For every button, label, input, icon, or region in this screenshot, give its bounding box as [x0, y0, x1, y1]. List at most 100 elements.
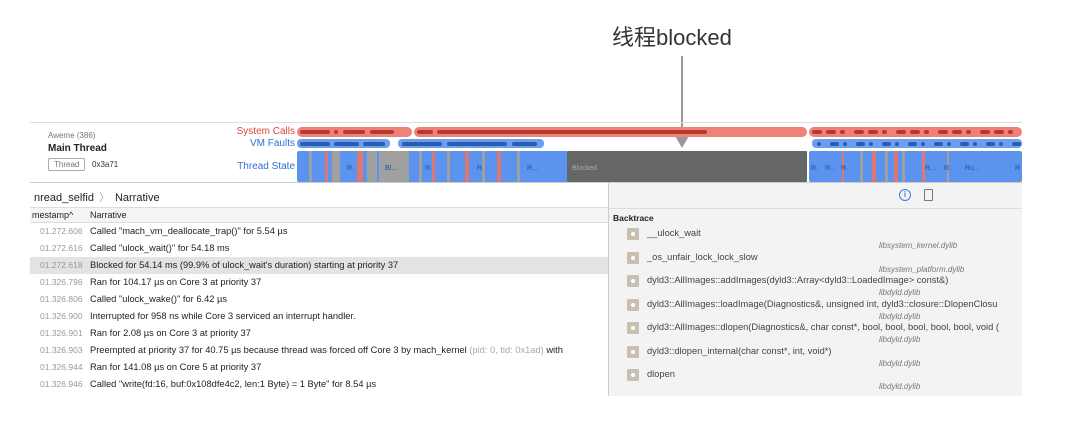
frame-icon [627, 345, 639, 358]
thread-state-preempted [432, 151, 435, 182]
vmfault-mark [895, 142, 899, 146]
thread-state-label: R... [925, 165, 936, 172]
info-icon[interactable]: i [899, 189, 911, 201]
vmfault-mark [512, 142, 537, 146]
frame-library: libdyld.dylib [879, 288, 921, 297]
syscall-mark [980, 130, 990, 134]
backtrace-frame[interactable]: dyld3::AllImages::dlopen(Diagnostics&, c… [609, 317, 1022, 344]
thread-state-preempted [922, 151, 925, 182]
vmfault-mark [856, 142, 865, 146]
thread-state-preempted [332, 151, 340, 182]
frame-function: dyld3::AllImages::loadImage(Diagnostics&… [647, 298, 998, 309]
thread-state-label: R. [841, 165, 848, 172]
vmfault-mark [934, 142, 943, 146]
frame-function: dlopen [647, 369, 675, 379]
table-header: mestamp^ Narrative [30, 208, 608, 223]
syscall-mark [300, 130, 330, 134]
vmfault-mark [921, 142, 925, 146]
thread-state-preempted [367, 151, 377, 182]
table-row[interactable]: 01.326.806 Called "ulock_wake()" for 6.42… [30, 291, 608, 308]
vmfault-mark [843, 142, 847, 146]
vmfault-mark [999, 142, 1003, 146]
table-row[interactable]: 01.272.618 Blocked for 54.14 ms (99.9% of… [30, 257, 608, 274]
backtrace-frame[interactable]: dyld3::dlopen_internal(char const*, int,… [609, 341, 1022, 368]
thread-state-preempted [482, 151, 485, 182]
timestamp: 01.326.806 [40, 294, 83, 304]
thread-state-preempted [497, 151, 501, 182]
thread-state-blocked-short [379, 151, 409, 182]
backtrace-frame[interactable]: dyld3::AllImages::addImages(dyld3::Array… [609, 270, 1022, 297]
thread-state-preempted [894, 151, 898, 182]
timestamp: 01.326.944 [40, 362, 83, 372]
breadcrumb-item[interactable]: Narrative [114, 192, 160, 204]
thread-state-preempted [872, 151, 876, 182]
thread-state-preempted [517, 151, 520, 182]
syscall-mark [994, 130, 1004, 134]
thread-state-preempted [357, 151, 363, 182]
frame-library: libsystem_kernel.dylib [879, 241, 958, 250]
syscall-mark [910, 130, 920, 134]
frame-function: dyld3::AllImages::addImages(dyld3::Array… [647, 275, 949, 285]
vmfault-mark [973, 142, 977, 146]
vmfault-mark [300, 142, 330, 146]
thread-id: 0x3a71 [92, 160, 119, 169]
narrative-text: Interrupted for 958 ns while Core 3 serv… [90, 311, 356, 321]
narrative-text: Preempted at priority 37 for 40.75 µs be… [90, 345, 563, 355]
narrative-text: Ran for 2.08 µs on Core 3 at priority 37 [90, 328, 251, 338]
syscall-mark [840, 130, 845, 134]
column-header-timestamp[interactable]: mestamp^ [32, 210, 74, 220]
timestamp: 01.272.618 [40, 260, 83, 270]
thread-track[interactable]: Aweme (386) Main Thread Thread 0x3a71 Sy… [30, 122, 1022, 183]
syscall-mark [417, 130, 433, 134]
syscall-mark [334, 130, 338, 134]
timestamp: 01.272.616 [40, 243, 83, 253]
thread-state-label: R. [477, 165, 484, 172]
frame-function: _os_unfair_lock_lock_slow [647, 251, 758, 262]
vmfault-mark [869, 142, 873, 146]
annotation-arrow [681, 56, 683, 136]
thread-state-preempted [465, 151, 469, 182]
thread-state-label: R [1015, 165, 1020, 172]
thread-name: Main Thread [48, 143, 107, 154]
backtrace-frame[interactable]: dyld3::AllImages::loadImage(Diagnostics&… [609, 294, 1022, 321]
vmfault-mark [960, 142, 969, 146]
document-icon[interactable] [924, 189, 933, 201]
syscall-mark [370, 130, 394, 134]
vmfault-mark [334, 142, 359, 146]
thread-state-label: Blocked [572, 165, 597, 172]
column-header-narrative[interactable]: Narrative [90, 210, 127, 220]
syscall-mark [868, 130, 878, 134]
frame-icon [627, 251, 639, 264]
process-name: Aweme (386) [48, 131, 96, 140]
frame-icon [627, 275, 639, 287]
vmfault-mark [402, 142, 442, 146]
thread-state-preempted [885, 151, 888, 182]
frame-icon [627, 298, 639, 311]
vmfault-mark [882, 142, 891, 146]
narrative-text: Blocked for 54.14 ms (99.9% of ulock_wai… [90, 260, 399, 270]
thread-state-label: R. [944, 165, 951, 172]
breadcrumb-item[interactable]: nread_selfid [34, 192, 94, 204]
syscall-mark [966, 130, 971, 134]
syscall-mark [924, 130, 929, 134]
timestamp: 01.326.796 [40, 277, 83, 287]
narrative-text: Called "ulock_wake()" for 6.42 µs [90, 294, 228, 304]
thread-state-preempted [419, 151, 422, 182]
vmfault-mark [363, 142, 385, 146]
vmfault-mark [986, 142, 995, 146]
lane-label-thread-state: Thread State [237, 161, 295, 172]
syscall-mark [952, 130, 962, 134]
